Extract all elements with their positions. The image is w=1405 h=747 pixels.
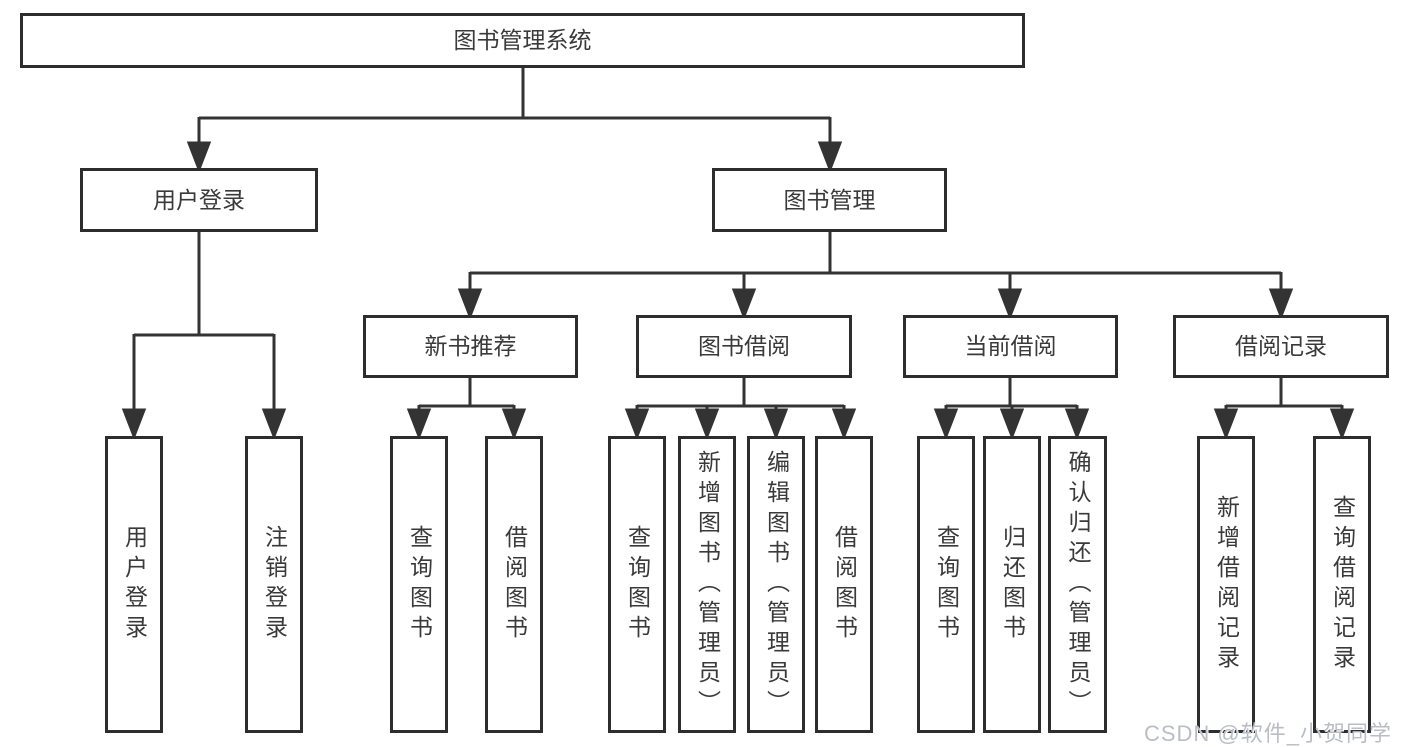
node-borrowing-records: 借阅记录 — [1173, 315, 1389, 378]
arrow-down-icon — [817, 141, 843, 174]
leaf-user-login: 用户登录 — [105, 436, 163, 733]
connector-book-borrowing-children — [624, 378, 857, 441]
connector-borrowing-records-children — [1213, 378, 1355, 441]
leaf-add-borrow-record: 新增借阅记录 — [1197, 436, 1255, 733]
watermark: CSDN @软件_小贺同学 — [1143, 721, 1392, 746]
arrow-down-icon — [1329, 408, 1355, 441]
arrow-down-icon — [501, 408, 527, 441]
leaf-return-books: 归还图书 — [983, 436, 1041, 733]
arrow-down-icon — [694, 408, 720, 441]
connector-root-to-level2 — [186, 68, 843, 174]
arrow-down-icon — [763, 408, 789, 441]
arrow-down-icon — [1268, 288, 1294, 321]
arrow-down-icon — [831, 408, 857, 441]
connector-new-book-recommendation-children — [406, 378, 527, 441]
leaf-query-books-borrowing: 查询图书 — [608, 436, 666, 733]
leaf-logout: 注销登录 — [245, 436, 303, 733]
connector-current-borrowing-children — [933, 378, 1090, 441]
arrow-down-icon — [121, 408, 147, 441]
node-book-borrowing: 图书借阅 — [636, 315, 852, 378]
leaf-edit-book-admin: 编辑图书（管理员） — [747, 436, 805, 733]
node-library-management-system: 图书管理系统 — [20, 13, 1025, 68]
leaf-query-books-recommend: 查询图书 — [390, 436, 448, 733]
arrow-down-icon — [997, 288, 1023, 321]
arrow-down-icon — [624, 408, 650, 441]
leaf-query-books-current: 查询图书 — [917, 436, 975, 733]
arrow-down-icon — [186, 141, 212, 174]
arrow-down-icon — [999, 408, 1025, 441]
node-current-borrowing: 当前借阅 — [903, 315, 1118, 378]
node-user-login: 用户登录 — [80, 168, 318, 232]
leaf-borrow-books: 借阅图书 — [815, 436, 873, 733]
connector-book-management-children — [457, 232, 1294, 321]
leaf-query-borrow-record: 查询借阅记录 — [1313, 436, 1371, 733]
arrow-down-icon — [1064, 408, 1090, 441]
connector-user-login-children — [121, 232, 287, 441]
arrow-down-icon — [261, 408, 287, 441]
arrow-down-icon — [406, 408, 432, 441]
arrow-down-icon — [731, 288, 757, 321]
arrow-down-icon — [457, 288, 483, 321]
leaf-add-book-admin: 新增图书（管理员） — [678, 436, 736, 733]
arrow-down-icon — [1213, 408, 1239, 441]
leaf-confirm-return-admin: 确认归还（管理员） — [1048, 436, 1107, 733]
node-new-book-recommendation: 新书推荐 — [363, 315, 578, 378]
node-book-management: 图书管理 — [712, 168, 947, 232]
arrow-down-icon — [933, 408, 959, 441]
leaf-borrow-books-recommend: 借阅图书 — [485, 436, 543, 733]
